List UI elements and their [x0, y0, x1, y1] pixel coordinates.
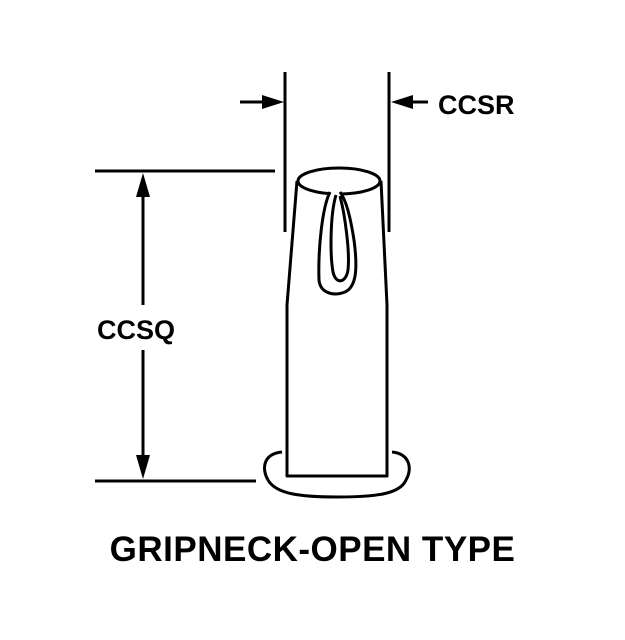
- ccsq-arrowhead-top: [136, 173, 150, 197]
- gripneck-part: [263, 166, 411, 499]
- grip-slot-outer: [317, 191, 358, 296]
- ccsq-arrowhead-bottom: [136, 455, 150, 479]
- diagram-caption: GRIPNECK-OPEN TYPE: [109, 530, 516, 569]
- top-opening: [296, 166, 382, 196]
- ccsr-arrowhead-right: [391, 95, 413, 109]
- ccsr-label: CCSR: [438, 90, 515, 120]
- body: [285, 180, 389, 478]
- ccsr-arrowhead-left: [262, 95, 284, 109]
- ccsq-dimension: [95, 169, 275, 483]
- grip-slot-inner: [329, 194, 350, 283]
- ccsq-label: CCSQ: [97, 315, 175, 345]
